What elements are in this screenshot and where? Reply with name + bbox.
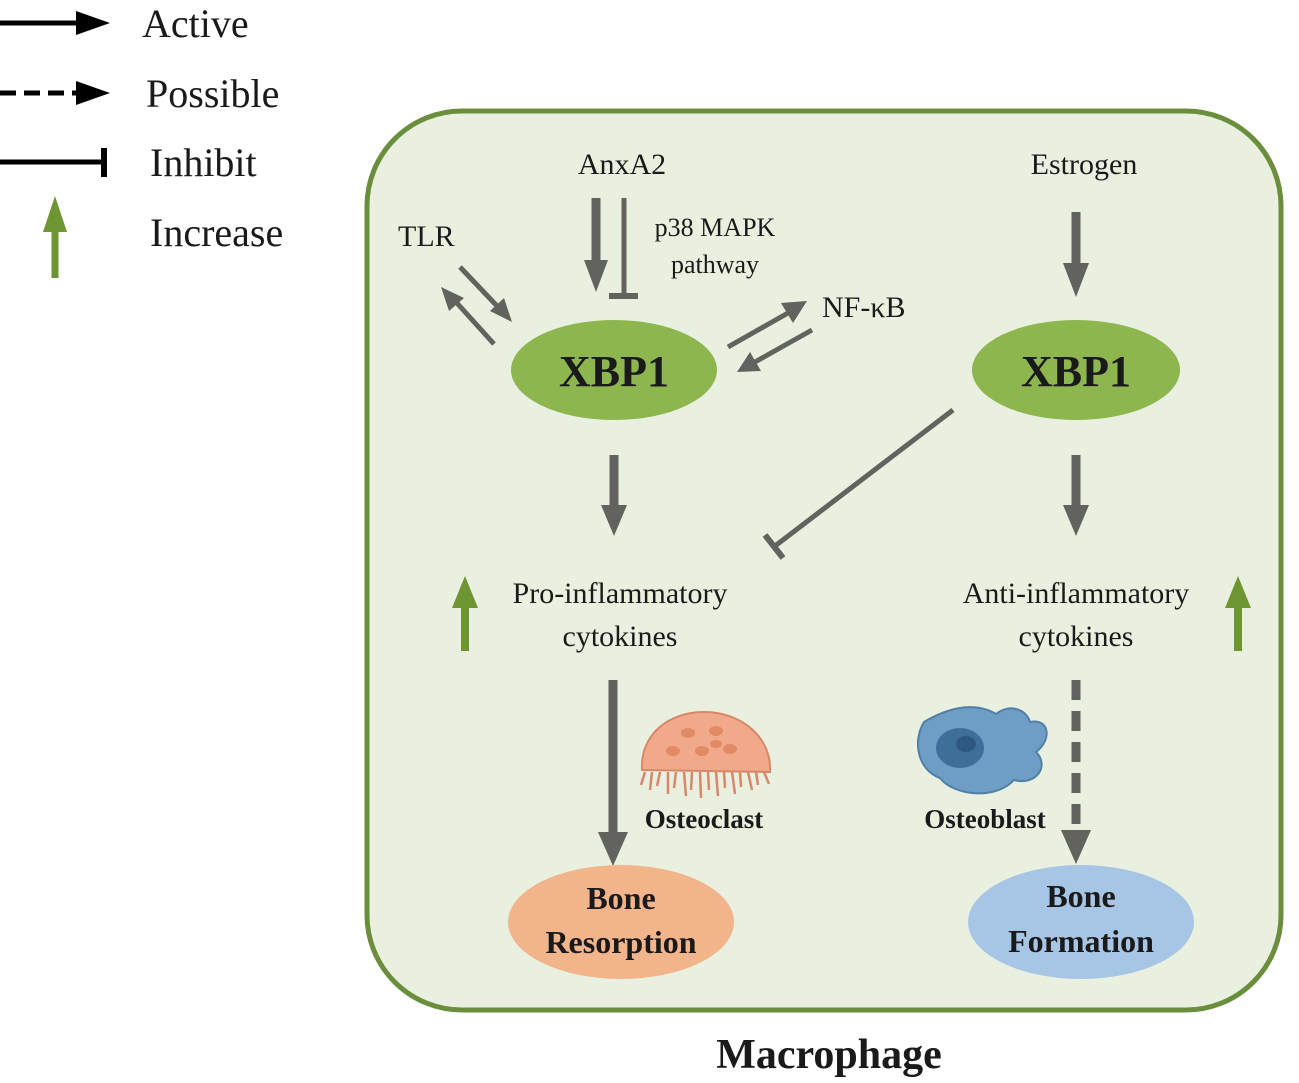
pro-to-resorption-arrow (598, 680, 628, 866)
anxa2-activate-arrow (584, 198, 608, 292)
nfkb-label: NF-κB (822, 291, 905, 324)
nfkb-to-xbp1-arrow (737, 327, 814, 372)
p38-inhibit-line (609, 198, 638, 299)
bone-resorption-label-line2: Resorption (545, 924, 696, 960)
tlr-label: TLR (398, 220, 455, 253)
pro-inflammatory-label-line1: Pro-inflammatory (513, 577, 728, 610)
legend-possible-item: Possible (0, 71, 279, 116)
macrophage-title: Macrophage (716, 1032, 942, 1078)
legend-increase-label: Increase (150, 210, 283, 255)
xbp1-right-label: XBP1 (1021, 347, 1131, 396)
xbp1-to-tlr-arrow (441, 287, 496, 346)
tlr-to-xbp1-arrow (458, 265, 512, 322)
xbp1-inhibit-pro-line (762, 408, 955, 560)
estrogen-to-xbp1-arrow (1063, 212, 1089, 297)
bone-formation-node (968, 865, 1194, 979)
osteoclast-label: Osteoclast (645, 804, 763, 834)
legend-possible-label: Possible (146, 71, 279, 116)
anxa2-label: AnxA2 (578, 148, 666, 181)
anti-to-formation-dashed-arrow (1061, 680, 1091, 864)
bone-formation-label-line2: Formation (1008, 923, 1154, 959)
anti-inflammatory-label-line1: Anti-inflammatory (963, 577, 1190, 610)
legend-active-label: Active (142, 1, 249, 46)
legend-active-item: Active (0, 1, 249, 46)
xbp1-to-pro-arrow (601, 455, 627, 536)
legend-increase-item: Increase (43, 196, 283, 278)
xbp1-left-label: XBP1 (559, 347, 669, 396)
xbp1-to-nfkb-arrow (726, 301, 807, 350)
active-arrowhead-icon (76, 11, 110, 35)
osteoclast-icon (639, 710, 772, 799)
p38-label-line1: p38 MAPK (655, 213, 776, 242)
bone-resorption-node (508, 865, 734, 979)
xbp1-right-node (972, 320, 1180, 420)
legend: Active Possible Inhibit Increase (0, 1, 283, 278)
osteoblast-icon (916, 706, 1048, 795)
bone-resorption-label-line1: Bone (586, 880, 655, 916)
pro-increase-icon (452, 576, 478, 651)
xbp1-to-anti-arrow (1063, 455, 1089, 536)
legend-inhibit-item: Inhibit (0, 140, 257, 185)
estrogen-label: Estrogen (1031, 148, 1138, 181)
xbp1-left-node (511, 320, 717, 420)
legend-inhibit-label: Inhibit (150, 140, 257, 185)
possible-arrowhead-icon (76, 81, 110, 105)
pro-inflammatory-label-line2: cytokines (563, 620, 678, 653)
bone-formation-label-line1: Bone (1046, 878, 1115, 914)
anti-increase-icon (1225, 576, 1251, 651)
osteoblast-label: Osteoblast (924, 804, 1046, 834)
anti-inflammatory-label-line2: cytokines (1019, 620, 1134, 653)
p38-label-line2: pathway (671, 250, 759, 279)
increase-arrowhead-icon (43, 196, 67, 232)
